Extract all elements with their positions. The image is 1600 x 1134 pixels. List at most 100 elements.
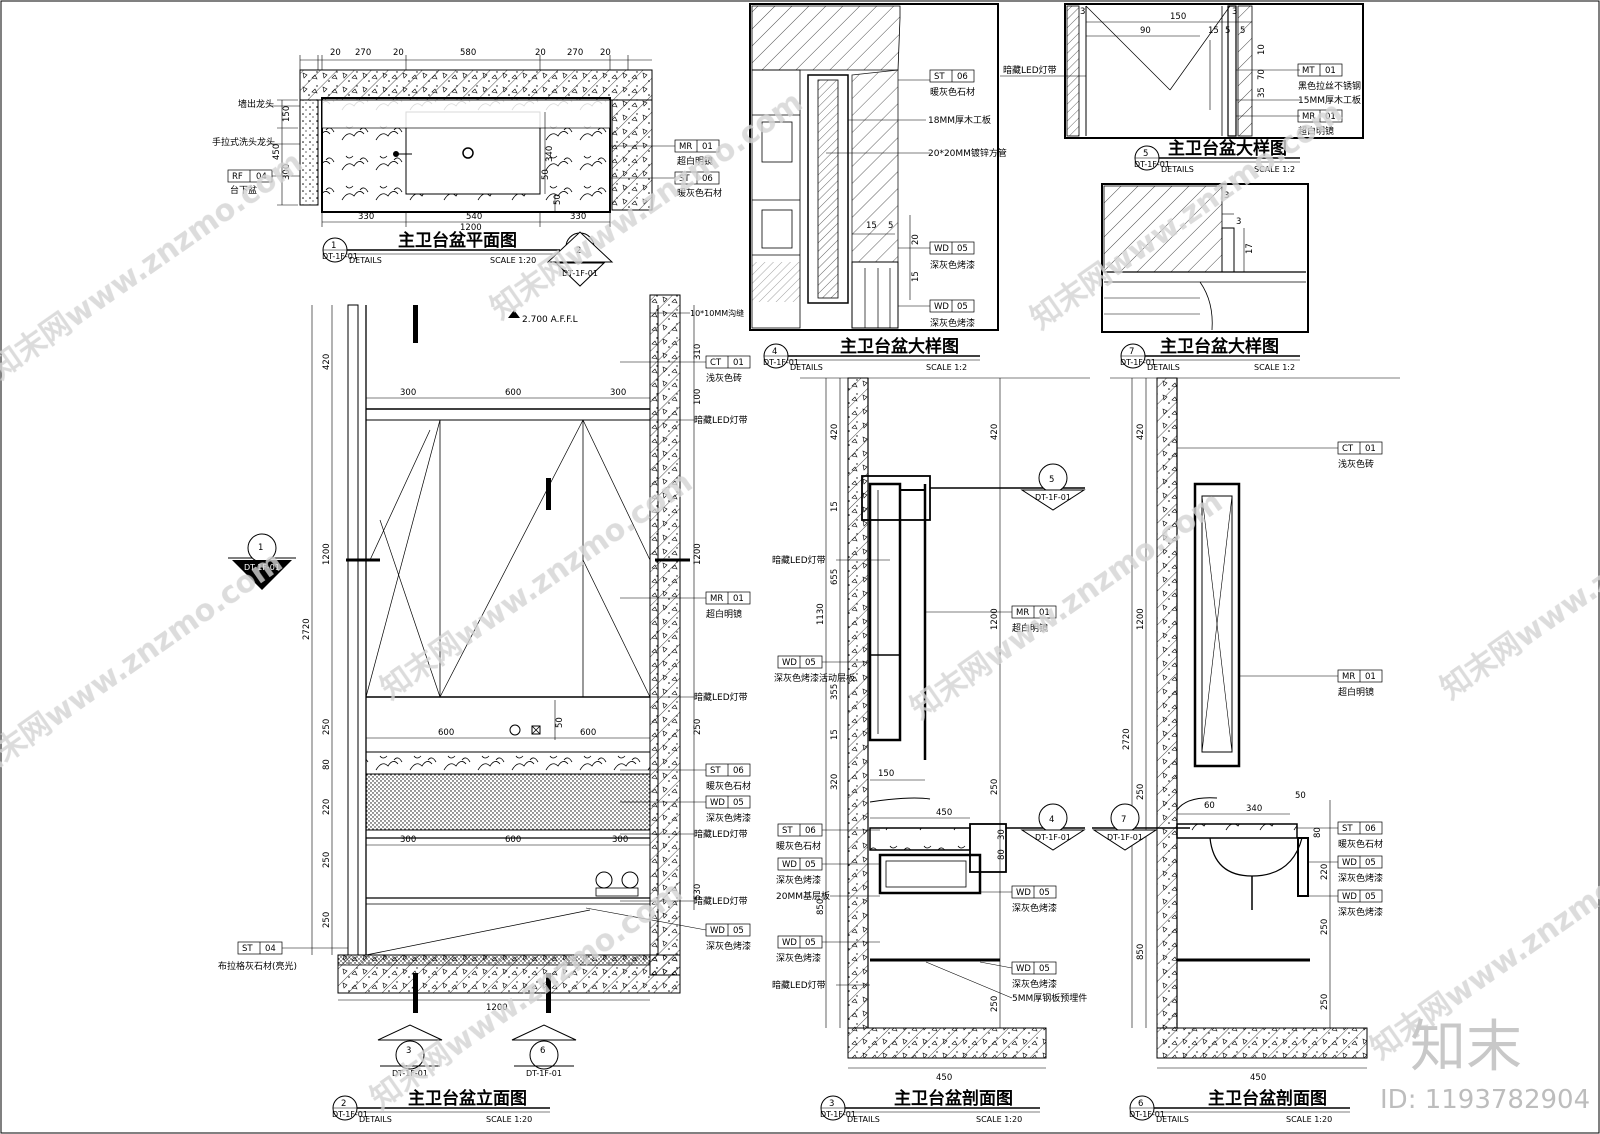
s6-dim-right-2: 250 xyxy=(1320,919,1330,935)
title-det7-name: 主卫台盆大样图 xyxy=(1160,336,1279,357)
elev-note-groove: 10*10MM沟缝 xyxy=(690,308,744,318)
s3-tag-wd4-text: 深灰色烤漆 xyxy=(1012,902,1057,914)
title-det5-sheet: DT-1F-01 xyxy=(1134,160,1170,169)
title-det4: 4 DT-1F-01 主卫台盆大样图 DETAILS SCALE 1:2 xyxy=(763,336,980,372)
title-elev-details: DETAILS xyxy=(359,1115,392,1124)
s3-note-led-2: 暗藏LED灯带 xyxy=(772,979,826,991)
s3-note-steel: 5MM厚钢板预埋件 xyxy=(1012,992,1087,1004)
plan-dim-side-5: 50 xyxy=(541,169,551,180)
title-sec6: 6 DT-1F-01 主卫台盆剖面图 DETAILS SCALE 1:20 xyxy=(1129,1088,1350,1124)
d4-note-tube: 20*20MM镀锌方管 xyxy=(928,147,1007,159)
d5-tag-mr-no: 01 xyxy=(1325,112,1336,122)
title-det4-details: DETAILS xyxy=(790,363,823,372)
title-det5-name: 主卫台盆大样图 xyxy=(1168,138,1287,159)
d4-tag-wd1-text: 深灰色烤漆 xyxy=(930,259,975,271)
p-tag-mr-no: 01 xyxy=(702,142,713,152)
d7-dim-0: 3 xyxy=(1224,191,1229,201)
title-det7: 7 DT-1F-01 主卫台盆大样图 DETAILS SCALE 1:2 xyxy=(1120,336,1300,372)
d4-dim-0: 15 xyxy=(866,221,877,231)
d5-dim-0: 150 xyxy=(1170,12,1186,22)
detail-5-view: 150 90 15 5 5 10 70 35 3 3 暗藏LED灯带 MT 01… xyxy=(1000,3,1364,139)
title-plan-no: 1 xyxy=(331,241,336,251)
elev-note-led-4: 暗藏LED灯带 xyxy=(694,895,748,907)
s3-dim-left-0: 420 xyxy=(830,424,840,440)
elev-dim-left-1: 1200 xyxy=(322,543,332,565)
title-det7-scale: SCALE 1:2 xyxy=(1254,363,1295,372)
s3-tag-wd2-code: WD xyxy=(782,860,797,870)
s3-dim-left-6: 320 xyxy=(830,774,840,790)
s3-dim-left-4: 355 xyxy=(830,684,840,700)
d5-dim-7: 35 xyxy=(1257,87,1267,98)
plan-dim-bottom-1: 540 xyxy=(466,212,482,222)
plan-dim-top-3: 580 xyxy=(460,48,476,58)
s6-dim-right-1: 220 xyxy=(1320,864,1330,880)
elev-dim-right-0: 310 xyxy=(693,344,703,360)
s3-tag-wd2-no: 05 xyxy=(805,860,816,870)
s3-tag-wdl-text: 深灰色烤漆活动层板 xyxy=(774,672,855,684)
e-tag-st4-no: 04 xyxy=(265,944,276,954)
section-6-view: 420 1200 250 2720 850 60 220 250 250 80 … xyxy=(1110,377,1400,1083)
title-det4-name: 主卫台盆大样图 xyxy=(840,336,959,357)
watermark-id: ID: 1193782904 xyxy=(1380,1085,1590,1115)
s6-tag-mr-no: 01 xyxy=(1365,672,1376,682)
s3-dim-h-0: 150 xyxy=(878,769,894,779)
elev-dim-mid-0: 600 xyxy=(438,728,454,738)
marker-4[interactable]: 4 DT-1F-01 xyxy=(1006,803,1086,851)
s6-dim-left-0: 420 xyxy=(1136,424,1146,440)
elev-note-led-1: 暗藏LED灯带 xyxy=(694,414,748,426)
marker-6-no: 6 xyxy=(540,1046,545,1056)
s3-dim-left-1: 15 xyxy=(830,501,840,512)
title-det5-no: 5 xyxy=(1143,149,1148,159)
title-elev: 2 DT-1F-01 主卫台盆立面图 DETAILS SCALE 1:20 xyxy=(332,1088,550,1124)
elev-dim-tap: 50 xyxy=(555,717,565,728)
e-tag-wd1-code: WD xyxy=(710,798,725,808)
s3-dim-left-2: 655 xyxy=(830,569,840,585)
s3-tag-st-code: ST xyxy=(782,826,793,836)
detail-4-view: ST 06 暖灰色石材 18MM厚木工板 20*20MM镀锌方管 WD 05 深… xyxy=(749,3,1007,331)
plan-dim-top-2: 20 xyxy=(393,48,404,58)
plan-note-undermount-basin: 台下盆 xyxy=(230,184,257,196)
marker-3[interactable]: 3 DT-1F-01 xyxy=(377,1024,443,1078)
elev-level-top: 2.700 A.F.F.L xyxy=(522,315,578,325)
title-det7-sheet: DT-1F-01 xyxy=(1120,358,1156,367)
s3-tag-wd2-text: 深灰色烤漆 xyxy=(776,874,821,886)
e-tag-st4-text: 布拉格灰石材(亮光) xyxy=(218,960,297,972)
marker-6[interactable]: 6 DT-1F-01 xyxy=(511,1024,577,1078)
plan-dim-top-4: 20 xyxy=(535,48,546,58)
title-sec3-details: DETAILS xyxy=(847,1115,880,1124)
watermark-text-7: 知末网www.znzmo.com xyxy=(1435,465,1600,707)
e-tag-st-code: ST xyxy=(710,766,721,776)
marker-5[interactable]: 5 DT-1F-01 xyxy=(930,463,1086,511)
title-sec6-scale: SCALE 1:20 xyxy=(1286,1115,1332,1124)
plan-dim-side-3: 340 xyxy=(545,146,555,162)
elev-note-led-3: 暗藏LED灯带 xyxy=(694,828,748,840)
plan-dim-side-0: 150 xyxy=(282,106,292,122)
s3-dim-left-7: 850 xyxy=(816,899,826,915)
detail-7-view: 3 3 17 xyxy=(1101,183,1309,333)
marker-7[interactable]: 7 DT-1F-01 xyxy=(1092,803,1190,851)
title-plan-name: 主卫台盆平面图 xyxy=(398,230,517,251)
s3-tag-wd3-code: WD xyxy=(782,938,797,948)
e-tag-wd1-no: 05 xyxy=(733,798,744,808)
s6-tag-mr-code: MR xyxy=(1342,672,1355,682)
watermark-text-6: 知末网www.znzmo.com xyxy=(905,485,1230,727)
e-tag-wd2-code: WD xyxy=(710,926,725,936)
s3-tag-wd4-no: 05 xyxy=(1039,888,1050,898)
s6-tag-wd1-text: 深灰色烤漆 xyxy=(1338,872,1383,884)
marker-1-sheet: DT-1F-01 xyxy=(244,563,280,572)
title-sec6-details: DETAILS xyxy=(1156,1115,1189,1124)
plan-dim-top-0: 20 xyxy=(330,48,341,58)
e-tag-ct-code: CT xyxy=(710,358,722,368)
e-tag-wd2-text: 深灰色烤漆 xyxy=(706,940,751,952)
marker-2[interactable]: 2 DT-1F-01 xyxy=(546,231,614,287)
marker-2-no: 2 xyxy=(576,246,581,256)
elev-dim-bottom: 1200 xyxy=(486,1003,508,1013)
elev-dim-right-4: 530 xyxy=(693,884,703,900)
title-sec3-name: 主卫台盆剖面图 xyxy=(894,1088,1013,1109)
d5-dim-9: 3 xyxy=(1232,7,1237,17)
d5-tag-mr-text: 超白明镜 xyxy=(1298,125,1334,137)
marker-1[interactable]: 1 DT-1F-01 xyxy=(228,533,690,590)
title-sec6-name: 主卫台盆剖面图 xyxy=(1208,1088,1327,1109)
d5-dim-4: 5 xyxy=(1240,26,1245,36)
